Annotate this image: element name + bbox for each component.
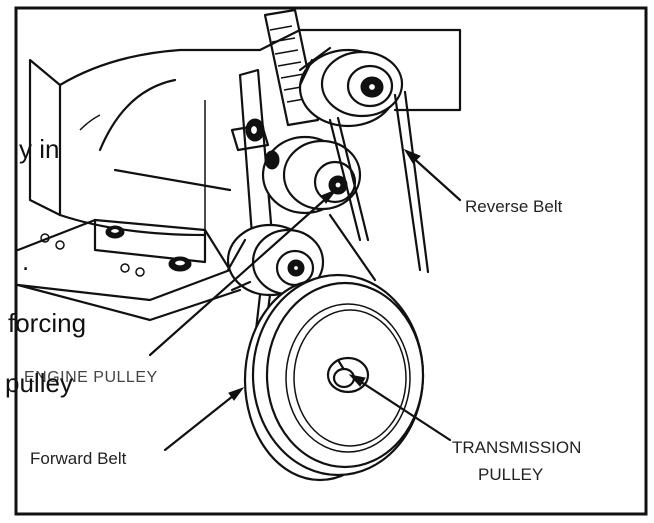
label-reverse-belt: Reverse Belt [465, 197, 563, 216]
reverse-belt [328, 90, 430, 274]
upper-idler-pulley [298, 46, 404, 128]
overlay-text-line2: . [22, 246, 29, 276]
engine-housing [28, 28, 462, 237]
engine-pulley-leader [148, 188, 338, 357]
diagram-frame [14, 6, 648, 516]
transmission-pulley-leader [348, 374, 452, 442]
reverse-belt-leader [403, 148, 462, 202]
overlay-text-line1: y in [19, 134, 59, 164]
label-transmission-line1: TRANSMISSION [452, 438, 581, 457]
transmission-pulley [243, 273, 425, 482]
forward-belt-leader [163, 386, 245, 452]
mounting-plate [16, 218, 242, 322]
overlay-text-line3: forcing [8, 308, 86, 338]
overlay-text-line4: pulley [5, 368, 73, 398]
label-forward-belt: Forward Belt [30, 449, 127, 468]
label-transmission-line2: PULLEY [478, 465, 543, 484]
label-engine-pulley: ENGINE PULLEY [24, 369, 158, 386]
